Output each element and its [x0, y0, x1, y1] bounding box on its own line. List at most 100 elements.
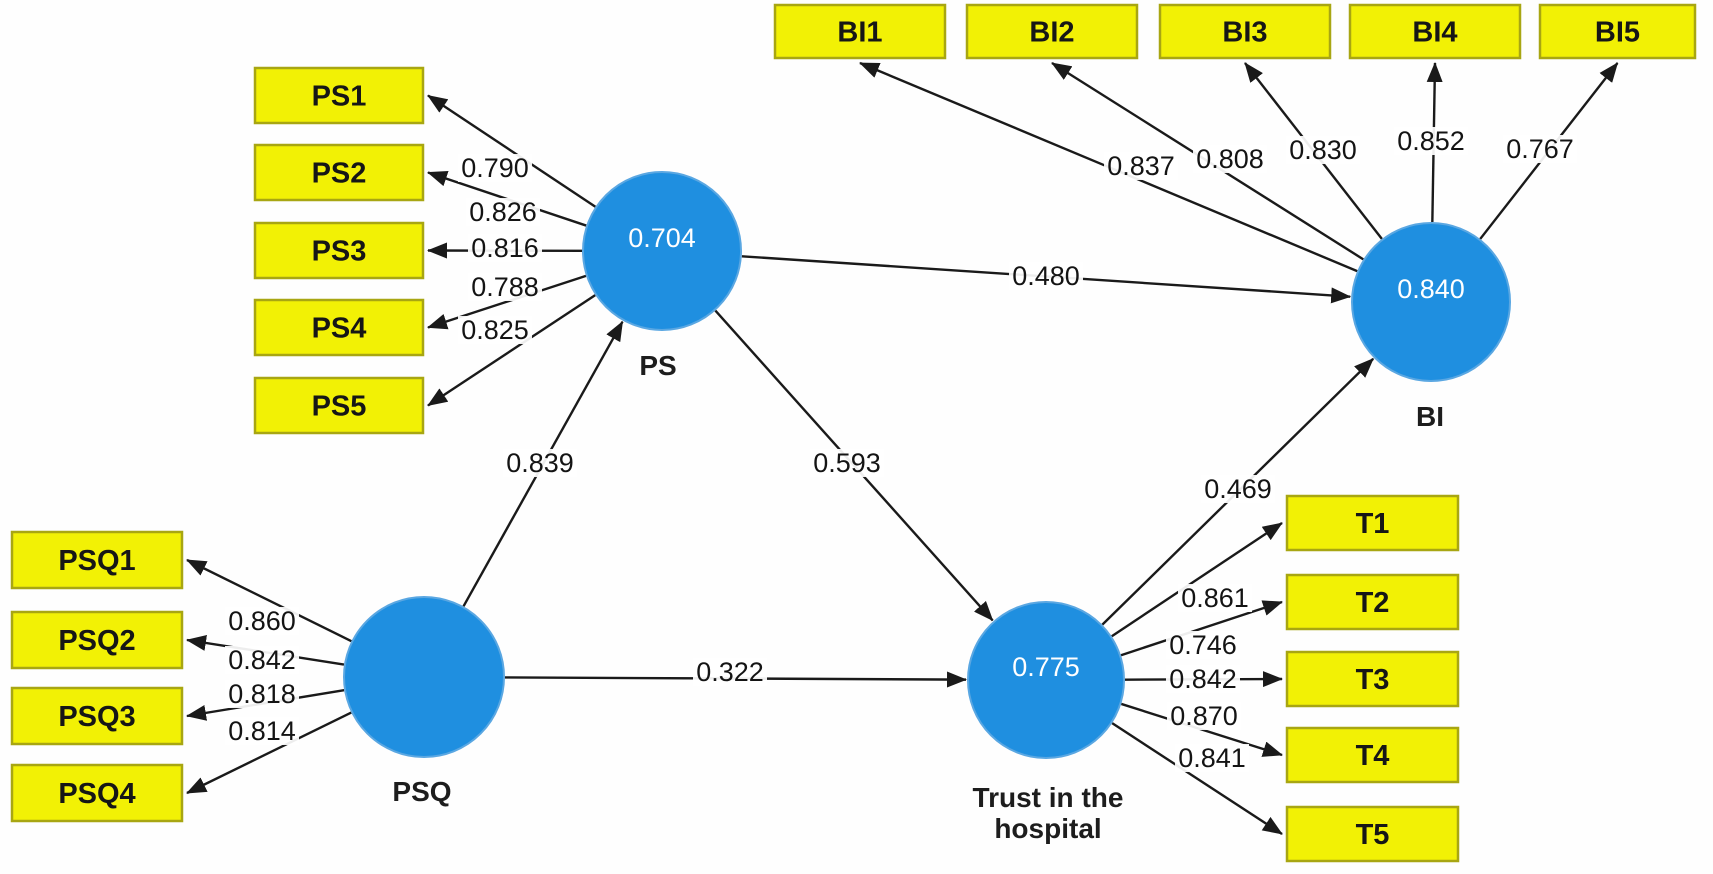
indicator-label-PS2: PS2: [312, 158, 367, 190]
loading-label-T5-bg: [1175, 744, 1249, 772]
loading-arrow-PSQ4: [186, 711, 352, 795]
indicator-BI1: [773, 3, 947, 60]
loading-arrow-PS4: [427, 274, 587, 330]
indicator-BI2: [965, 3, 1139, 60]
loading-label-T2-bg: [1166, 631, 1240, 659]
path-label-PSQ-TRUST: 0.322: [696, 657, 764, 687]
loading-arrow-PSQ1: [186, 558, 352, 643]
loading-label-T3-bg: [1166, 665, 1240, 693]
loading-label-PSQ1-bg: [225, 607, 299, 635]
loading-arrow-T1: [1111, 522, 1283, 638]
latent-value-PS: 0.704: [628, 223, 696, 253]
latent-BI: [1351, 222, 1511, 382]
loading-label-BI3: 0.830: [1289, 135, 1357, 165]
loading-label-PS2: 0.826: [469, 197, 537, 227]
loading-label-BI1-bg: [1104, 152, 1178, 180]
loading-label-BI5: 0.767: [1506, 134, 1574, 164]
indicator-BI5: [1538, 3, 1697, 60]
loading-label-BI4-bg: [1394, 127, 1468, 155]
indicator-PSQ2: [10, 610, 184, 670]
loading-label-T2: 0.746: [1169, 630, 1237, 660]
loading-label-PS3-bg: [468, 234, 542, 262]
latent-name-PS: PS: [639, 350, 676, 381]
latent-value-BI: 0.840: [1397, 274, 1465, 304]
latent-TRUST: [967, 601, 1125, 759]
indicator-PS4: [253, 298, 425, 357]
indicator-T4: [1285, 726, 1460, 784]
loading-label-PS2-bg: [466, 198, 540, 226]
indicator-label-PS5: PS5: [312, 391, 367, 423]
indicator-label-BI3: BI3: [1222, 17, 1267, 49]
indicator-T5: [1285, 805, 1460, 863]
path-label-PSQ-PS: 0.839: [506, 448, 574, 478]
indicator-label-PS3: PS3: [312, 236, 367, 268]
loading-label-BI3-bg: [1286, 136, 1360, 164]
indicator-label-T4: T4: [1356, 740, 1390, 772]
loading-label-PS4: 0.788: [471, 272, 539, 302]
path-label-PS-TRUST: 0.593: [813, 448, 881, 478]
loading-label-BI4: 0.852: [1397, 126, 1465, 156]
loading-label-PS3: 0.816: [471, 233, 539, 263]
path-label-PS-BI: 0.480: [1012, 261, 1080, 291]
loading-label-PS1: 0.790: [461, 153, 529, 183]
loading-label-PSQ3: 0.818: [228, 679, 296, 709]
loading-label-PSQ1: 0.860: [228, 606, 296, 636]
loading-label-PS1-bg: [458, 154, 532, 182]
path-label-PSQ-TRUST-bg: [693, 658, 767, 686]
indicator-PSQ4: [10, 763, 184, 823]
indicator-T1: [1285, 494, 1460, 552]
loading-label-BI2: 0.808: [1196, 144, 1264, 174]
indicator-PSQ1: [10, 530, 184, 590]
loading-arrow-PS5: [427, 294, 596, 407]
indicator-PS5: [253, 376, 425, 435]
loading-arrow-PS1: [427, 94, 597, 208]
indicator-T2: [1285, 573, 1460, 631]
loading-label-BI1: 0.837: [1107, 151, 1175, 181]
loading-arrow-T5: [1111, 722, 1283, 836]
indicator-label-PSQ1: PSQ1: [58, 545, 135, 577]
loading-label-BI2-bg: [1193, 145, 1267, 173]
loading-label-PS4-bg: [468, 273, 542, 301]
indicator-label-PSQ4: PSQ4: [58, 778, 135, 810]
indicator-BI3: [1158, 3, 1332, 60]
loading-label-T3: 0.842: [1169, 664, 1237, 694]
loading-label-T1: 0.861: [1181, 583, 1249, 613]
latent-PSQ: [343, 596, 505, 758]
path-label-PSQ-PS-bg: [503, 449, 577, 477]
indicator-PS1: [253, 66, 425, 125]
latent-name-BI: BI: [1416, 401, 1444, 432]
loading-label-PS5-bg: [458, 316, 532, 344]
loading-label-T4-bg: [1167, 702, 1241, 730]
path-label-TRUST-BI: 0.469: [1204, 474, 1272, 504]
loading-label-T1-bg: [1178, 584, 1252, 612]
indicator-PS3: [253, 221, 425, 280]
latent-name-PSQ: PSQ: [392, 776, 451, 807]
indicator-T3: [1285, 650, 1460, 708]
loading-label-PSQ2-bg: [225, 646, 299, 674]
labels-layer: 0.790 0.826 0.816 0.788 0.825 0.837 0.808 0.830…: [225, 126, 1577, 773]
loading-arrow-T2: [1120, 600, 1283, 657]
loading-label-PSQ3-bg: [225, 680, 299, 708]
loading-label-PSQ4: 0.814: [228, 716, 296, 746]
indicator-PSQ3: [10, 686, 184, 746]
path-label-PS-TRUST-bg: [810, 449, 884, 477]
latent-value-TRUST: 0.775: [1012, 652, 1080, 682]
loading-label-BI5-bg: [1503, 135, 1577, 163]
indicator-label-PS1: PS1: [312, 81, 367, 113]
indicator-BI4: [1348, 3, 1522, 60]
indicator-label-PSQ2: PSQ2: [58, 625, 135, 657]
indicator-PS2: [253, 143, 425, 202]
indicator-label-BI5: BI5: [1595, 17, 1640, 49]
indicator-label-BI4: BI4: [1412, 17, 1457, 49]
loading-label-T5: 0.841: [1178, 743, 1246, 773]
loading-label-PS5: 0.825: [461, 315, 529, 345]
indicator-label-PSQ3: PSQ3: [58, 701, 135, 733]
indicator-label-T1: T1: [1356, 508, 1390, 540]
indicator-label-T3: T3: [1356, 664, 1390, 696]
indicator-label-BI1: BI1: [837, 17, 882, 49]
